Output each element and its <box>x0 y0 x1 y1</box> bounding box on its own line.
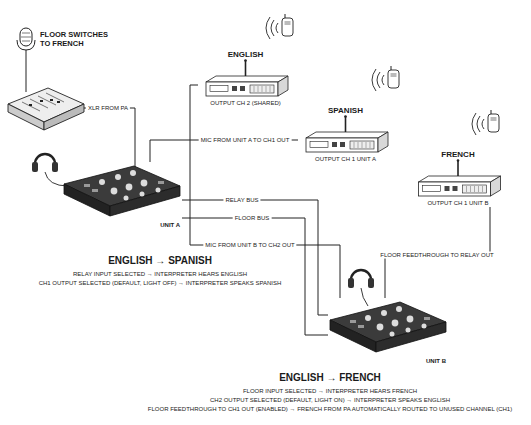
console-node: UNIT B <box>328 298 448 366</box>
language-heading: ENGLISH <box>198 50 293 60</box>
transmitter-node: FRENCH OUTPUT CH 1 UNIT B <box>408 150 508 207</box>
transmitter-node: ENGLISH OUTPUT CH 2 (SHARED) <box>198 50 293 107</box>
output-label: OUTPUT CH 1 UNIT B <box>408 200 508 207</box>
cable-label: MIC FROM UNIT A TO CH1 OUT <box>199 137 292 144</box>
transmitter-space <box>408 160 508 200</box>
wire-label: XLR FROM PA <box>86 105 130 112</box>
section-heading: ENGLISH → SPANISH <box>20 255 300 267</box>
note-line: FLOOR INPUT SELECTED → INTERPRETER HEARS… <box>135 387 525 395</box>
receiver <box>266 14 293 39</box>
mic-note: FLOOR SWITCHES TO FRENCH <box>40 30 112 48</box>
language-heading: SPANISH <box>298 106 393 116</box>
headphones <box>348 270 374 306</box>
pa-mixer <box>8 88 84 130</box>
transmitter-space <box>198 60 293 100</box>
interpreter-console <box>64 166 180 216</box>
cable-label: FLOOR BUS <box>233 215 272 222</box>
receiver <box>372 66 399 91</box>
headphones <box>32 154 68 186</box>
xlr-wire <box>84 108 135 168</box>
console-node: UNIT A <box>62 162 182 230</box>
output-label: OUTPUT CH 1 UNIT A <box>298 156 393 163</box>
transmitter <box>419 159 501 196</box>
transmitter <box>206 59 288 96</box>
microphone <box>17 28 35 92</box>
receiver <box>472 110 499 135</box>
cable-label: RELAY BUS <box>223 197 260 204</box>
interpreter-console <box>330 302 446 352</box>
note-line: CH2 OUTPUT SELECTED (DEFAULT, LIGHT ON) … <box>135 396 525 404</box>
note-line: CH1 OUTPUT SELECTED (DEFAULT, LIGHT OFF)… <box>20 279 300 287</box>
note-line: RELAY INPUT SELECTED → INTERPRETER HEARS… <box>20 270 300 278</box>
cable-label: MIC FROM UNIT B TO CH2 OUT <box>203 242 296 249</box>
cable-label: FLOOR FEEDTHROUGH TO RELAY OUT <box>378 252 496 259</box>
transmitter-space <box>298 116 393 156</box>
section-heading: ENGLISH → FRENCH <box>135 372 525 384</box>
transmitter-node: SPANISH OUTPUT CH 1 UNIT A <box>298 106 393 163</box>
output-label: OUTPUT CH 2 (SHARED) <box>198 100 293 107</box>
note-line: FLOOR FEEDTHROUGH TO CH1 OUT (ENABLED) →… <box>135 405 525 413</box>
unit-label: UNIT B <box>426 358 446 365</box>
transmitter <box>306 115 388 152</box>
language-heading: FRENCH <box>408 150 508 160</box>
unit-label: UNIT A <box>160 222 180 229</box>
